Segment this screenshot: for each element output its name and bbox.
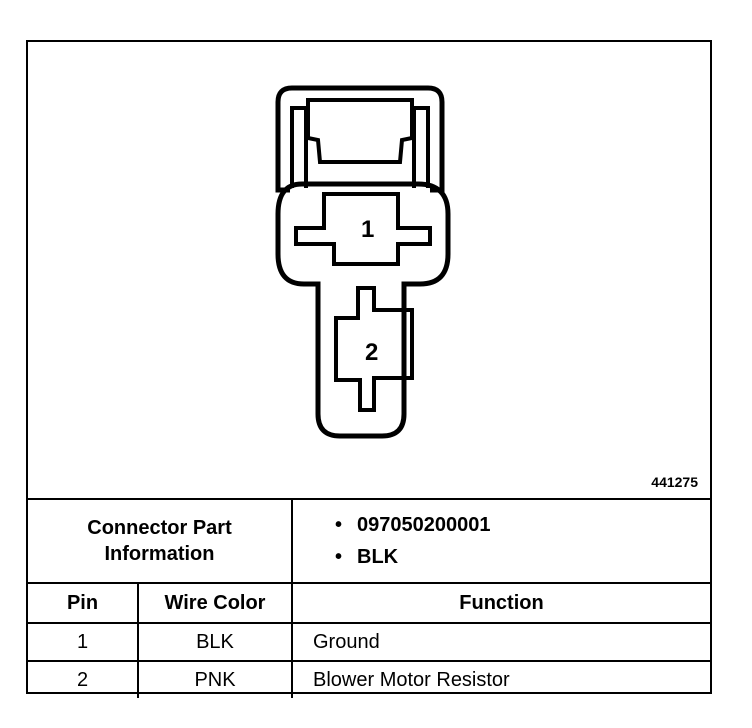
pin-2-cavity xyxy=(334,286,414,412)
pin-1-cavity xyxy=(294,192,432,266)
wire-color-cell: PNK xyxy=(137,660,293,698)
connector-info-table: Connector Part Information •097050200001… xyxy=(28,498,710,698)
part-number: •097050200001 xyxy=(335,514,491,536)
connector-part-label-line1: Connector Part xyxy=(87,517,232,539)
pin-cell: 2 xyxy=(28,660,139,698)
connector-latch-inner xyxy=(290,106,430,188)
wire-color-cell: BLK xyxy=(137,622,293,662)
connector-drawing: 1 2 xyxy=(275,85,451,439)
function-cell: Ground xyxy=(291,622,710,662)
connector-part-values: •097050200001 •BLK xyxy=(291,498,710,584)
connector-body xyxy=(275,181,451,439)
table-row: 2 PNK Blower Motor Resistor xyxy=(28,660,710,698)
connector-latch-tab xyxy=(306,98,414,164)
header-function: Function xyxy=(291,582,710,624)
table-header-row: Pin Wire Color Function xyxy=(28,582,710,624)
figure-id: 441275 xyxy=(651,474,698,490)
table-row: 1 BLK Ground xyxy=(28,622,710,662)
connector-diagram: 1 2 441275 xyxy=(28,42,710,498)
pin-2-label: 2 xyxy=(365,339,378,366)
header-pin: Pin xyxy=(28,582,139,624)
connector-latch xyxy=(275,85,445,193)
connector-frame: 1 2 441275 Connector Part Information •0… xyxy=(26,40,712,698)
part-color: •BLK xyxy=(335,546,399,568)
connector-part-row: Connector Part Information •097050200001… xyxy=(28,498,710,584)
pin-1-label: 1 xyxy=(361,216,374,243)
connector-part-label: Connector Part Information xyxy=(28,498,293,584)
connector-part-label-line2: Information xyxy=(104,543,215,565)
pin-cell: 1 xyxy=(28,622,139,662)
header-wire-color: Wire Color xyxy=(137,582,293,624)
function-cell: Blower Motor Resistor xyxy=(291,660,710,698)
